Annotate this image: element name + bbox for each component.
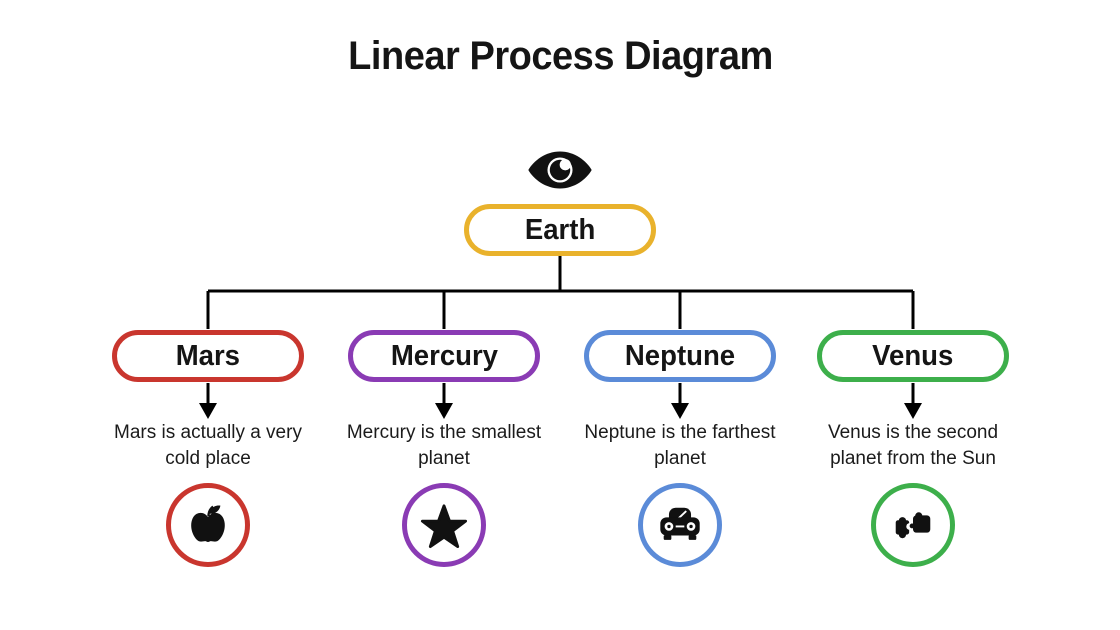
description-mercury: Mercury is the smallest planet: [334, 420, 554, 472]
star-icon-glyph: [420, 504, 468, 549]
description-mercury-text: Mercury is the smallest planet: [346, 422, 542, 470]
description-venus: Venus is the second planet from the Sun: [803, 420, 1023, 472]
description-neptune-text: Neptune is the farthest planet: [584, 422, 776, 470]
puzzle-icon: [871, 483, 955, 567]
node-venus: Venus: [817, 330, 1009, 382]
description-mars: Mars is actually a very cold place: [98, 420, 318, 472]
arrowhead-neptune: [671, 403, 689, 419]
node-venus-label: Venus: [872, 339, 954, 372]
description-venus-text: Venus is the second planet from the Sun: [827, 422, 999, 470]
puzzle-icon-glyph: [895, 512, 931, 539]
eye-icon-glyph: [528, 151, 592, 189]
eye-icon: [527, 147, 593, 193]
apple-icon-glyph: [191, 505, 225, 543]
arrowhead-mars: [199, 403, 217, 419]
arrowhead-mercury: [435, 403, 453, 419]
node-neptune-label: Neptune: [624, 339, 736, 372]
node-mars: Mars: [112, 330, 304, 382]
page-title-text: Linear Process Diagram: [347, 34, 773, 78]
node-mercury-label: Mercury: [390, 339, 498, 372]
car-icon: [638, 483, 722, 567]
apple-icon: [166, 483, 250, 567]
description-neptune: Neptune is the farthest planet: [570, 420, 790, 472]
arrowhead-venus: [904, 403, 922, 419]
node-earth-label: Earth: [524, 213, 596, 246]
node-neptune: Neptune: [584, 330, 776, 382]
node-mercury: Mercury: [348, 330, 540, 382]
star-icon: [402, 483, 486, 567]
node-earth: Earth: [464, 204, 656, 256]
description-mars-text: Mars is actually a very cold place: [114, 422, 302, 470]
car-icon-glyph: [660, 507, 700, 540]
node-mars-label: Mars: [175, 339, 241, 372]
page-title: Linear Process Diagram: [0, 34, 1120, 79]
